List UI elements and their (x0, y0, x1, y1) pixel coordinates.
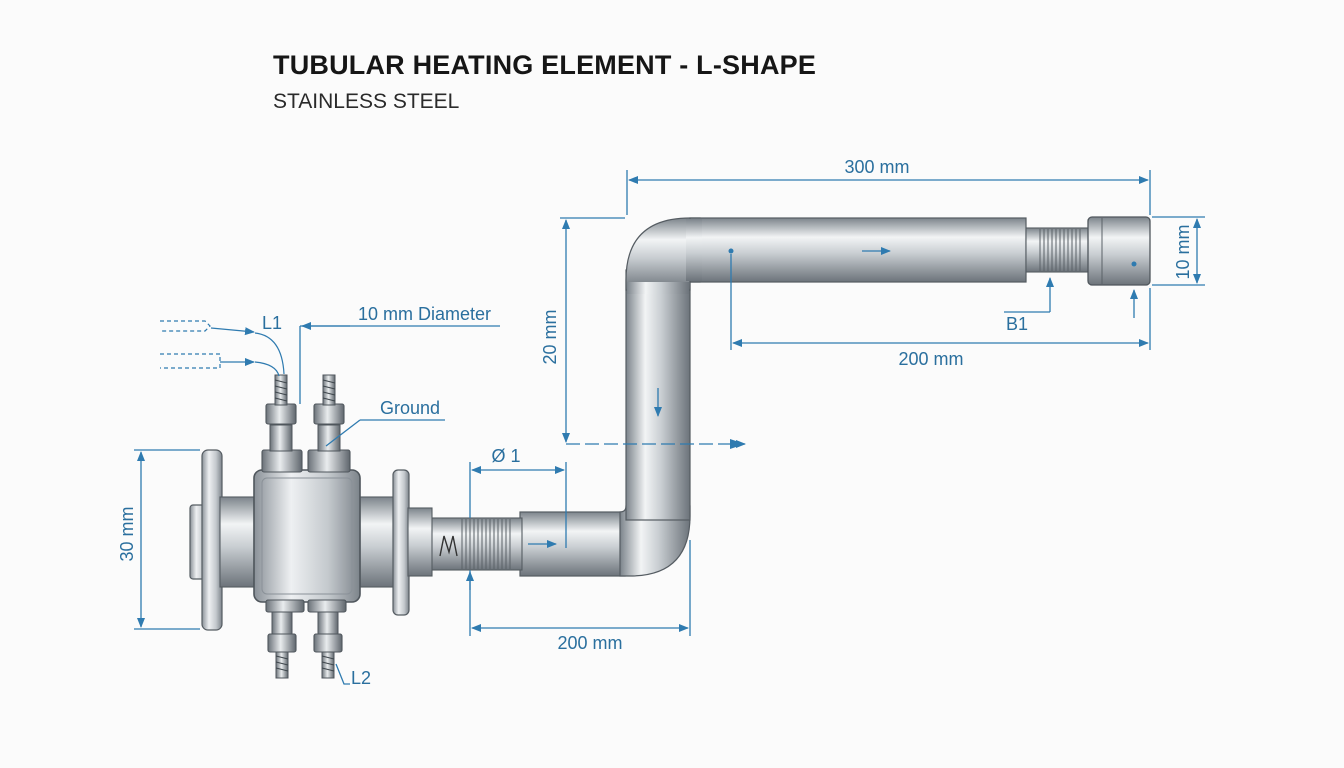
dim-top-length-text: 300 mm (844, 157, 909, 177)
dim-top-lower: 200 mm (728, 248, 1151, 369)
housing-body (253, 469, 361, 603)
terminal-l1 (265, 374, 297, 452)
l2-label: L2 (351, 668, 371, 688)
dim-right-height-text: 10 mm (1173, 224, 1193, 279)
dim-right-height: 10 mm (1152, 216, 1205, 286)
b1-marker: B1 (1004, 261, 1138, 334)
right-threaded-end (1025, 216, 1151, 286)
dim-top-lower-text: 200 mm (898, 349, 963, 369)
dim-bottom-length-text: 200 mm (557, 633, 622, 653)
diameter-callout: 10 mm Diameter (299, 304, 500, 404)
flow-arrows (528, 247, 891, 548)
tube-lower-bend (619, 505, 691, 577)
diagram-title: TUBULAR HEATING ELEMENT - L-SHAPE (273, 50, 817, 80)
dim-top-length: 300 mm (626, 157, 1151, 215)
tube-top-section (689, 217, 1027, 283)
terminal-bottom-right (313, 611, 343, 679)
l2-callout: L2 (335, 663, 371, 688)
dim-flange-height-text: 30 mm (117, 506, 137, 561)
right-flange (392, 469, 410, 616)
dim-bottom-length: 200 mm (466, 540, 691, 653)
dim-diameter: Ø 1 (469, 446, 567, 548)
diameter-callout-text: 10 mm Diameter (358, 304, 491, 324)
terminal-housing (189, 449, 433, 631)
dim-flange-height: 30 mm (117, 449, 200, 630)
dim-vertical-text: 20 mm (540, 309, 560, 364)
end-cap (1087, 216, 1151, 286)
l1-label: L1 (262, 313, 282, 333)
dim-vertical: 20 mm (540, 217, 625, 443)
terminal-l2 (267, 611, 297, 679)
ground-callout: Ground (325, 398, 445, 447)
l-shaped-tube (519, 217, 1027, 577)
left-threaded-end (429, 517, 523, 571)
wire-stubs (160, 320, 221, 369)
ground-label: Ground (380, 398, 440, 418)
b1-label: B1 (1006, 314, 1028, 334)
left-flange (201, 449, 223, 631)
terminal-ground (313, 374, 345, 452)
dim-diameter-text: Ø 1 (491, 446, 520, 466)
diagram-subtitle: STAINLESS STEEL (273, 90, 460, 113)
